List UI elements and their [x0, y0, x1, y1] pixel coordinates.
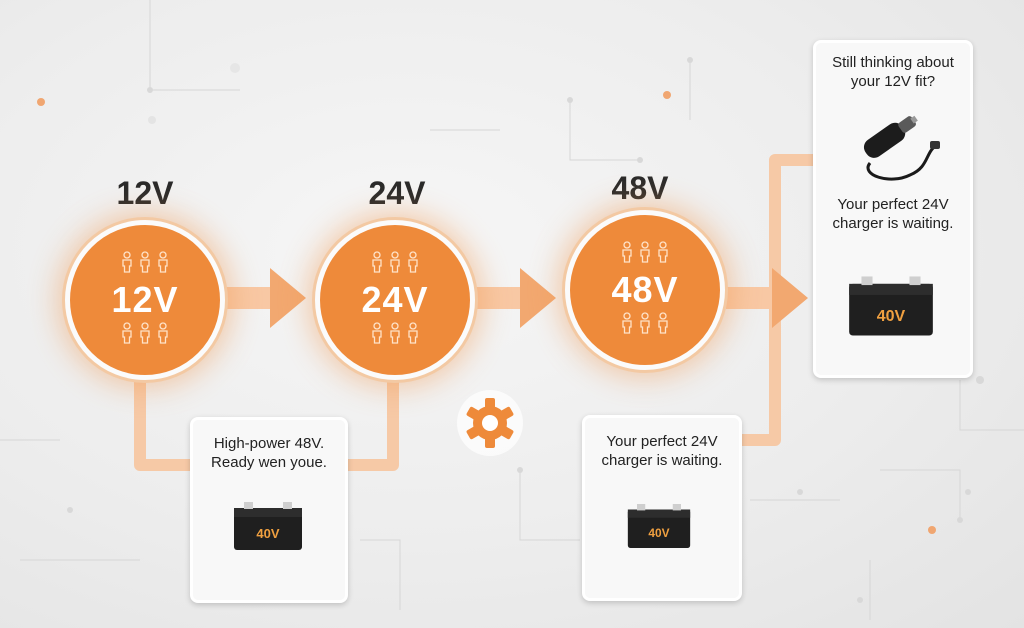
people-group-top: [370, 251, 420, 278]
person-icon: [620, 312, 634, 339]
card-question-line2: your 12V fit?: [850, 73, 936, 90]
person-icon: [370, 251, 384, 278]
person-icon: [120, 322, 134, 349]
people-group-bottom: [620, 312, 670, 339]
card-text-line1: Your perfect 24V: [606, 433, 718, 450]
person-icon: [406, 322, 420, 349]
card-text-line2: charger is waiting.: [601, 452, 723, 469]
person-icon: [156, 251, 170, 278]
battery-label: 40V: [648, 526, 669, 540]
person-icon: [620, 241, 634, 268]
person-icon: [406, 251, 420, 278]
card-text-line2: charger is waiting.: [832, 215, 954, 232]
battery-label: 40V: [256, 526, 279, 541]
person-icon: [120, 251, 134, 278]
people-group-top: [620, 241, 670, 268]
stage-label-24v: 24V: [368, 175, 426, 211]
person-icon: [388, 251, 402, 278]
battery-icon: 40V: [234, 502, 302, 550]
person-icon: [656, 312, 670, 339]
card-text-line1: High-power 48V.: [213, 435, 325, 452]
stage-label-12v: 12V: [116, 175, 174, 211]
people-group-bottom: [370, 322, 420, 349]
person-icon: [138, 251, 152, 278]
car-charger-icon: [863, 115, 940, 181]
people-group-bottom: [120, 322, 170, 349]
person-icon: [156, 322, 170, 349]
battery-icon: 40V: [627, 504, 691, 548]
people-group-top: [120, 251, 170, 278]
stage-circle-text: 24V: [361, 279, 429, 320]
stage-circle-24v: 24V: [315, 220, 475, 380]
card-question-line1: Still thinking about: [832, 54, 954, 71]
person-icon: [638, 312, 652, 339]
person-icon: [638, 241, 652, 268]
gear-icon: [457, 390, 523, 456]
stage-circle-text: 48V: [611, 269, 679, 310]
stage-circle-12v: 12V: [65, 220, 225, 380]
battery-icon: 40V: [849, 276, 933, 336]
battery-label: 40V: [877, 308, 906, 325]
stage-circle-48v: 48V: [565, 210, 725, 370]
person-icon: [138, 322, 152, 349]
stage-label-48v: 48V: [611, 170, 669, 206]
card-text-line1: Your perfect 24V: [837, 196, 949, 213]
card-perfect-24v-middle: Your perfect 24V charger is waiting.: [582, 415, 742, 601]
person-icon: [656, 241, 670, 268]
stage-circle-text: 12V: [111, 279, 179, 320]
person-icon: [370, 322, 384, 349]
person-icon: [388, 322, 402, 349]
card-text-line2: Ready wen youe.: [211, 454, 327, 471]
